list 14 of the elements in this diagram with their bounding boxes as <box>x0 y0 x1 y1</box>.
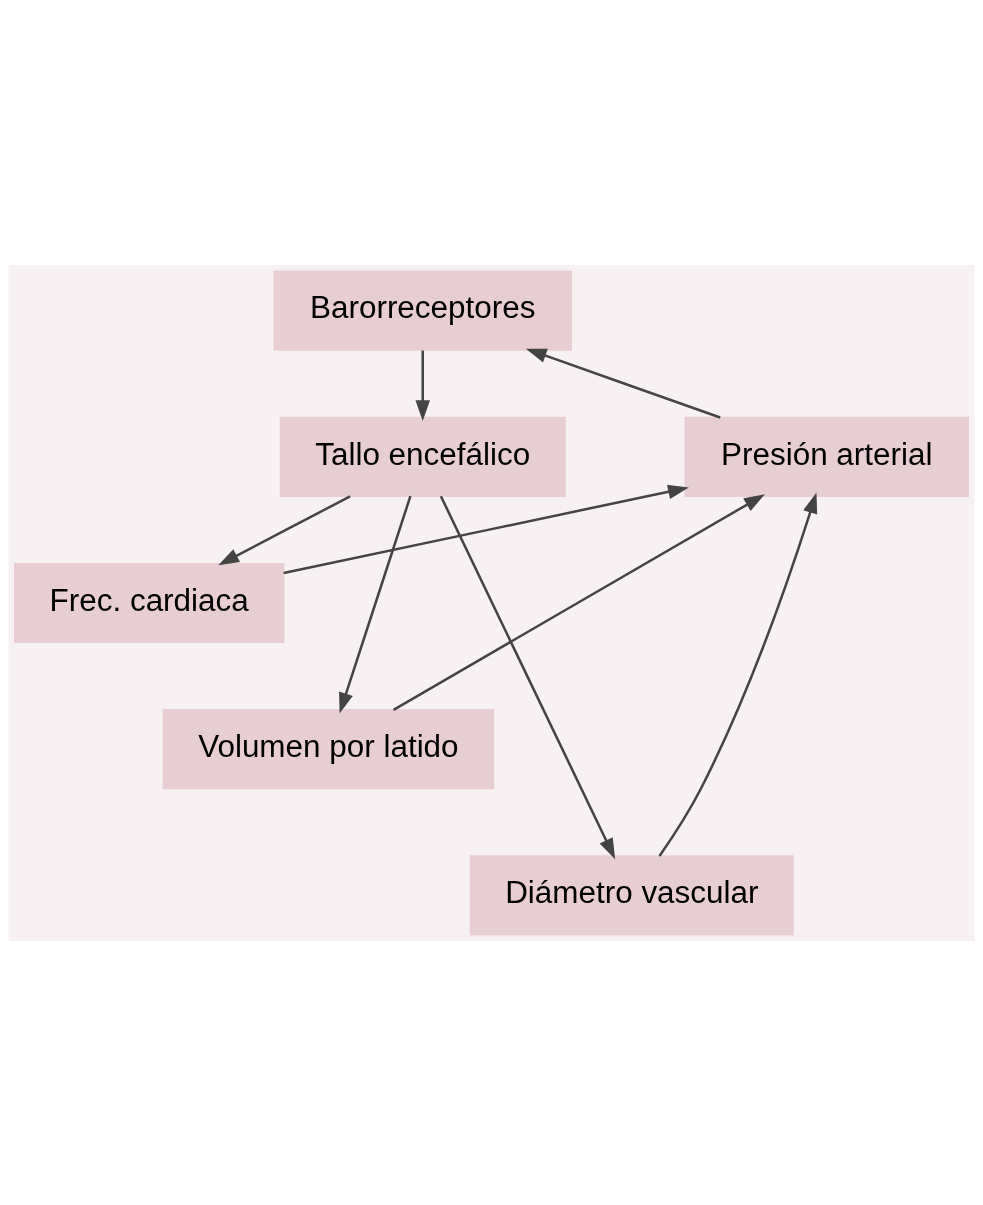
node-box: Diámetro vascular <box>469 854 794 935</box>
node-box: Volumen por latido <box>162 708 495 789</box>
node-box: Presión arterial <box>684 416 970 497</box>
arrow <box>339 495 412 713</box>
arrow <box>658 492 818 857</box>
arrow <box>283 484 689 574</box>
arrow <box>392 493 765 711</box>
arrow <box>218 494 351 565</box>
arrow <box>525 348 721 419</box>
arrow <box>439 495 616 859</box>
node-box: Tallo encefálico <box>279 416 566 497</box>
arrow <box>415 350 430 421</box>
node-box: Frec. cardiaca <box>13 562 285 643</box>
node-box: Barorreceptores <box>273 270 573 351</box>
